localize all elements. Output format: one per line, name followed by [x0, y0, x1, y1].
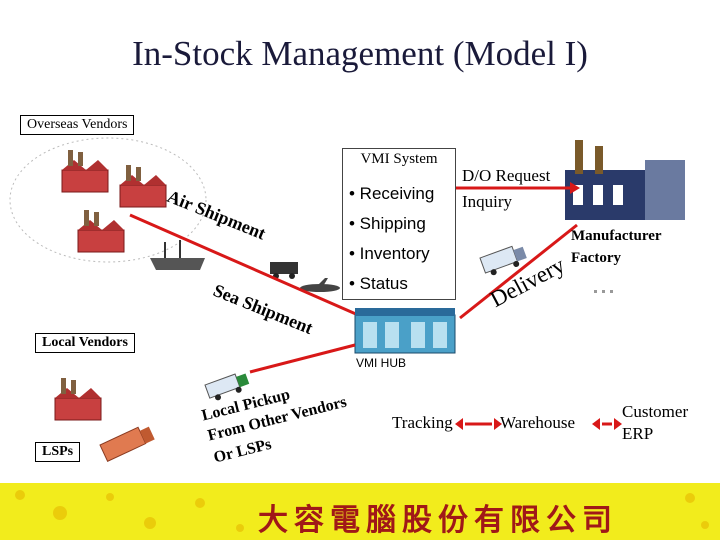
- customer-label: Customer: [622, 402, 689, 421]
- delivery-arrow-line: [459, 223, 578, 320]
- vmi-item-inventory: • Inventory: [349, 244, 430, 263]
- vmi-hub-building-icon: [354, 308, 456, 354]
- footer-pattern: [15, 490, 709, 532]
- local-vendors-label: Local Vendors: [35, 333, 135, 353]
- erp-label: ERP: [622, 424, 654, 443]
- manufacturer-label: Manufacturer: [571, 228, 662, 244]
- pickup-truck-icon: [204, 373, 250, 401]
- shipment-arrow-line: [129, 213, 366, 320]
- factory-icon: [61, 150, 109, 193]
- vmi-system-box: VMI System • Receiving • Shipping • Inve…: [342, 148, 456, 300]
- warehouse-label: Warehouse: [500, 413, 576, 432]
- manufacturer-factory-icon: [565, 140, 685, 220]
- lsp-truck-icon: [99, 426, 155, 462]
- vmi-item-shipping: • Shipping: [349, 214, 426, 233]
- overseas-vendors-label: Overseas Vendors: [20, 115, 135, 135]
- overseas-cluster-outline: [9, 137, 207, 263]
- tracking-label: Tracking: [392, 413, 453, 432]
- do-request-label: D/O Request: [462, 166, 551, 185]
- lsps-label: LSPs: [35, 442, 81, 462]
- inquiry-label: Inquiry: [462, 192, 513, 211]
- smoke-dots-icon: [594, 290, 613, 293]
- vmi-function-list: • Receiving • Shipping • Inventory • Sta…: [349, 179, 434, 299]
- delivery-truck-icon: [479, 245, 527, 276]
- footer-banner: 大容電腦股份有限公司: [0, 483, 720, 540]
- factory-icon: [77, 210, 125, 253]
- factory-icon: [119, 165, 167, 208]
- page-title: In-Stock Management (Model I): [132, 34, 588, 73]
- vmi-item-receiving: • Receiving: [349, 184, 435, 203]
- truck-icon: [270, 262, 298, 279]
- factory-label: Factory: [571, 250, 621, 266]
- factory-icon: [54, 378, 102, 421]
- ship-icon: [150, 240, 205, 270]
- vmi-item-status: • Status: [349, 274, 408, 293]
- vmi-system-title: VMI System: [360, 151, 438, 167]
- local-pickup-arrow: [249, 343, 356, 374]
- airplane-icon: [300, 278, 340, 292]
- company-name: 大容電腦股份有限公司: [258, 503, 618, 538]
- vmi-hub-label: VMI HUB: [356, 356, 407, 370]
